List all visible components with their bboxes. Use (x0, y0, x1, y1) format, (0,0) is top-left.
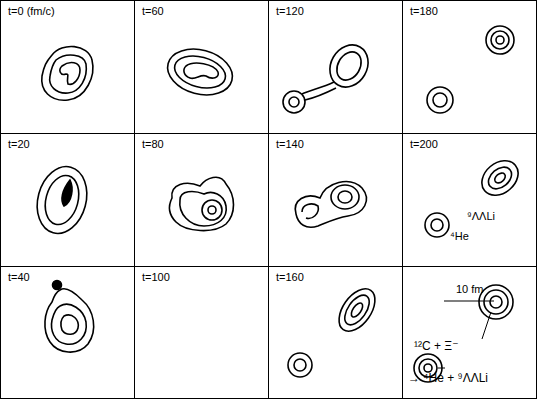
time-panel: t=80 (134, 133, 269, 267)
time-label: t=60 (142, 5, 164, 18)
time-label: t=200 (410, 138, 438, 151)
time-panel: t=40 (0, 266, 135, 399)
time-panel: t=120 (268, 0, 403, 134)
time-label: t=160 (276, 271, 304, 284)
time-panel: t=140 (268, 133, 403, 267)
time-panel: t=100 (134, 266, 269, 399)
time-panel: t=160 (268, 266, 403, 399)
time-label: t=20 (8, 138, 30, 151)
reaction-label: → ⁴He + ⁹ΛΛLi (408, 371, 488, 386)
time-label: t=40 (8, 271, 30, 284)
time-panel: t=0 (fm/c) (0, 0, 135, 134)
time-label: t=100 (142, 271, 170, 284)
time-label: t=80 (142, 138, 164, 151)
time-panel: t=60 (134, 0, 269, 134)
time-panel: t=20 (0, 133, 135, 267)
time-panel: 10 fm ¹²C + Ξ⁻ → ⁴He + ⁹ΛΛLi (402, 266, 537, 399)
reaction-label: ¹²C + Ξ⁻ (414, 339, 458, 354)
time-panel: t=200 ⁹ΛΛLi ⁴He (402, 133, 537, 267)
time-label: t=140 (276, 138, 304, 151)
nucleus-label: ⁹ΛΛLi (467, 210, 495, 223)
time-label: t=180 (410, 5, 438, 18)
time-label: t=0 (fm/c) (8, 5, 55, 18)
nucleus-label: ⁴He (450, 230, 469, 243)
time-panel: t=180 (402, 0, 537, 134)
scale-label: 10 fm (456, 283, 484, 296)
time-label: t=120 (276, 5, 304, 18)
